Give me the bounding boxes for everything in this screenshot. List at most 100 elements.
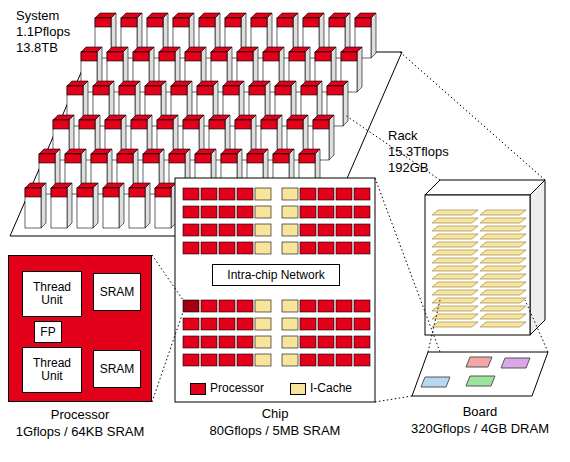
- rack-board: [480, 210, 526, 215]
- unit-label: Intra-chip Network: [227, 269, 324, 282]
- cabinet-side: [119, 183, 124, 228]
- cabinet-top: [105, 115, 126, 120]
- cabinet-top: [67, 81, 88, 86]
- rack-board: [432, 290, 478, 295]
- cabinet-band: [93, 86, 109, 95]
- cabinet-band: [117, 154, 133, 163]
- rack-board: [432, 306, 478, 311]
- cabinet-band: [105, 120, 121, 129]
- processor-cell: [183, 242, 199, 254]
- processor-cell: [183, 188, 199, 200]
- cabinet-band: [221, 154, 237, 163]
- cabinet-top: [289, 47, 310, 52]
- processor-cell: [237, 206, 253, 218]
- cabinet-top: [301, 81, 322, 86]
- processor-cell: [354, 300, 370, 312]
- cabinet-top: [299, 149, 320, 154]
- rack-board: [480, 266, 526, 271]
- cabinet-top: [129, 183, 150, 188]
- processor-cell: [219, 242, 235, 254]
- rack-board: [480, 258, 526, 263]
- cabinet-band: [79, 120, 95, 129]
- processor-cell: [318, 354, 334, 366]
- board-chip: [501, 358, 530, 368]
- cabinet-top: [91, 149, 112, 154]
- cabinet-band: [313, 120, 329, 129]
- unit-label: SRAM: [100, 286, 135, 299]
- rack-board: [432, 274, 478, 279]
- processor-cell: [354, 206, 370, 218]
- unit-label: FP: [40, 326, 55, 339]
- cabinet-band: [197, 86, 213, 95]
- cabinet-side: [93, 183, 98, 228]
- cabinet-top: [273, 149, 294, 154]
- cabinet-top: [225, 13, 246, 18]
- cabinet-band: [119, 86, 135, 95]
- rack-board: [432, 258, 478, 263]
- cabinet-top: [287, 115, 308, 120]
- cabinet-top: [39, 149, 60, 154]
- cabinet-band: [143, 154, 159, 163]
- cabinet-top: [237, 47, 258, 52]
- unit-label: Thread Unit: [25, 281, 79, 307]
- cabinet-top: [209, 115, 230, 120]
- cabinet-top: [341, 47, 362, 52]
- cabinet-top: [195, 149, 216, 154]
- processor-cell: [300, 206, 316, 218]
- cabinet-top: [79, 115, 100, 120]
- board-chip: [421, 377, 450, 387]
- cabinet-top: [211, 47, 232, 52]
- cabinet-band: [275, 86, 291, 95]
- cabinet-top: [235, 115, 256, 120]
- rack-board: [432, 234, 478, 239]
- cabinet-top: [131, 115, 152, 120]
- processor-cell: [183, 300, 199, 312]
- cabinet-band: [133, 52, 149, 61]
- rack-board: [480, 298, 526, 303]
- cabinet: [77, 188, 93, 228]
- cabinet-band: [329, 18, 345, 27]
- processor-cell: [318, 336, 334, 348]
- spec-label: 15.3Tflops: [388, 144, 449, 159]
- processor-cell: [300, 318, 316, 330]
- caption-spec: 1Gflops / 64KB SRAM: [0, 424, 191, 440]
- processor-cell: [201, 300, 217, 312]
- processor-cell: [318, 242, 334, 254]
- cabinet-band: [261, 120, 277, 129]
- cabinet-top: [277, 13, 298, 18]
- processor-cell: [318, 188, 334, 200]
- processor-cell: [318, 206, 334, 218]
- cabinet-band: [237, 52, 253, 61]
- processor-cell: [201, 206, 217, 218]
- unit-box: SRAM: [93, 350, 141, 388]
- cabinet-side: [343, 81, 348, 126]
- cabinet-band: [251, 18, 267, 27]
- cabinet-top: [263, 47, 284, 52]
- cabinet-band: [121, 18, 137, 27]
- cabinet-band: [225, 18, 241, 27]
- legend-text: I-Cache: [310, 381, 352, 395]
- cabinet-side: [41, 183, 46, 228]
- processor-cell: [219, 300, 235, 312]
- icache-cell: [282, 224, 298, 236]
- cabinet-band: [51, 188, 67, 197]
- cabinet-top: [247, 149, 268, 154]
- cabinet-top: [77, 183, 98, 188]
- rack-board: [480, 250, 526, 255]
- cabinet-top: [221, 149, 242, 154]
- cabinet-top: [117, 149, 138, 154]
- cabinet-band: [81, 52, 97, 61]
- cabinet-top: [169, 149, 190, 154]
- cabinet-band: [65, 154, 81, 163]
- rack-side: [530, 180, 545, 335]
- cabinet-band: [171, 86, 187, 95]
- cabinet-band: [273, 154, 289, 163]
- cabinet-top: [303, 13, 324, 18]
- cabinet-top: [327, 81, 348, 86]
- icache-cell: [255, 300, 271, 312]
- cabinet-top: [143, 149, 164, 154]
- cabinet-band: [235, 120, 251, 129]
- cabinet-band: [25, 188, 41, 197]
- processor-cell: [336, 224, 352, 236]
- spec-label: 1.1Pflops: [16, 24, 70, 39]
